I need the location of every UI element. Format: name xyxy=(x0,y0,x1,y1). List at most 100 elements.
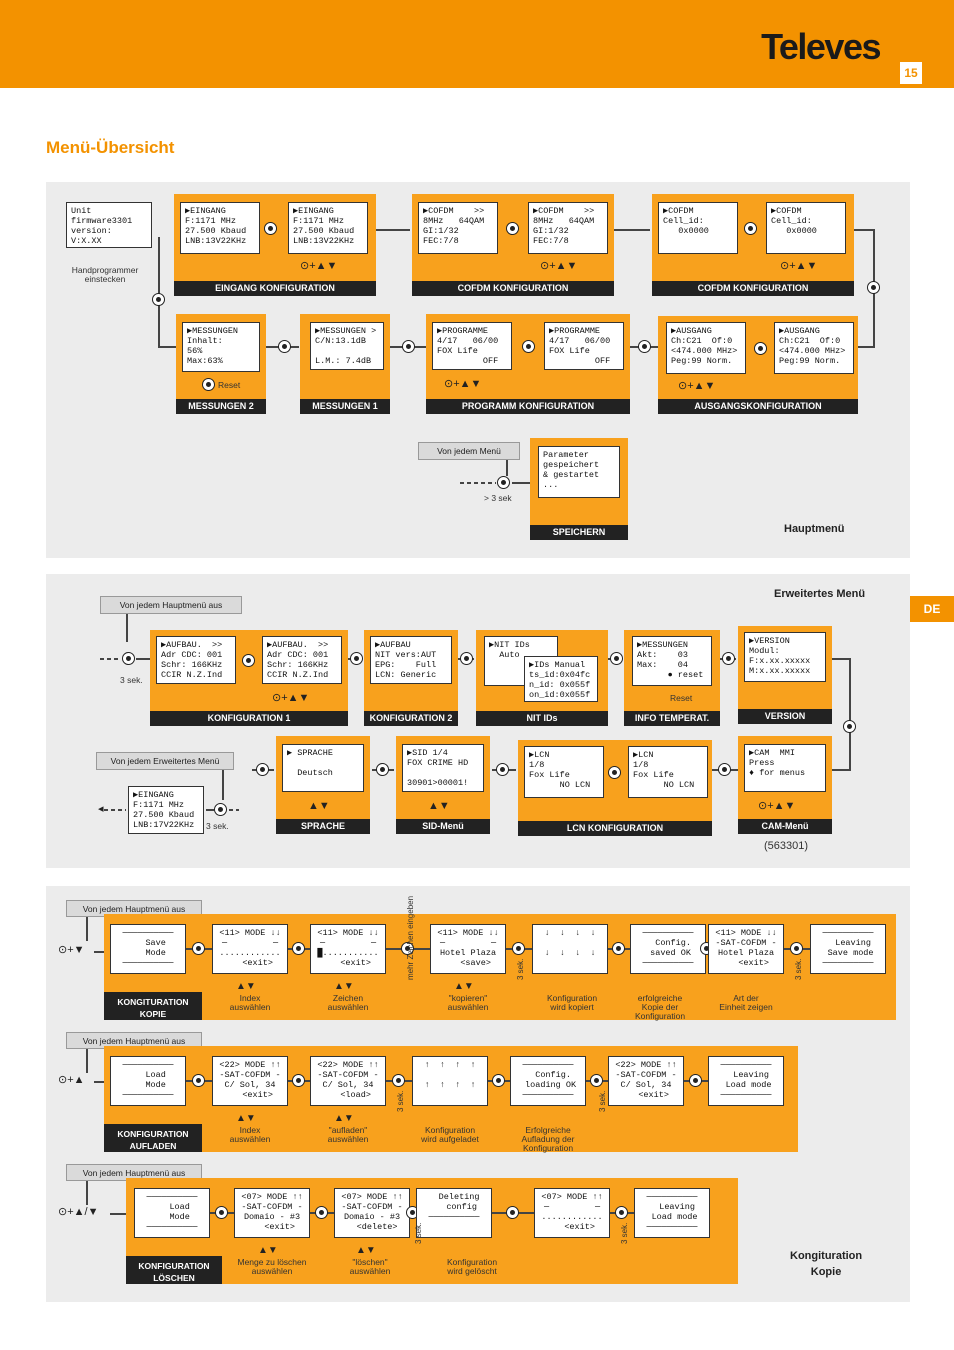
select-button[interactable] xyxy=(402,340,415,353)
language-tab[interactable]: DE xyxy=(910,596,954,622)
select-button[interactable] xyxy=(460,652,473,665)
select-button[interactable] xyxy=(242,654,255,667)
nav-buttons[interactable]: ⊙+▲▼ xyxy=(758,800,796,812)
unit-firmware-screen: Unit firmware3301 version: V:X.XX xyxy=(66,202,152,248)
next-button[interactable] xyxy=(867,281,880,294)
nav-buttons[interactable]: ▲▼ xyxy=(308,800,330,812)
kopie-screen-6: ────────── Config. saved OK ────────── xyxy=(630,924,706,974)
eingang-screen-2: ▶EINGANG F:1171 MHz 27.500 Kbaud LNB:13V… xyxy=(288,202,368,254)
nav-buttons[interactable]: ⊙+▲▼ xyxy=(540,260,578,272)
select-button[interactable] xyxy=(506,222,519,235)
sprache-caption: SPRACHE xyxy=(276,819,370,834)
loeschen-step-button-2[interactable] xyxy=(315,1206,328,1219)
version-screen: ▶VERSION Modul: F:x.xx.xxxxx M:x.xx.xxxx… xyxy=(744,632,826,682)
loeschen-step-button-1[interactable] xyxy=(215,1206,228,1219)
select-button[interactable] xyxy=(754,342,767,355)
laden-step-button-5[interactable] xyxy=(590,1074,603,1087)
kopie-step-button-3[interactable] xyxy=(401,942,414,955)
nav-buttons[interactable]: ▲▼ xyxy=(428,800,450,812)
laden-step-button-4[interactable] xyxy=(492,1074,505,1087)
nav-buttons[interactable]: ⊙+▲▼ xyxy=(300,260,338,272)
loeschen-step-button-5[interactable] xyxy=(615,1206,628,1219)
sid-menu-box: ▶SID 1/4 FOX CRIME HD 30901>00001! ▲▼ SI… xyxy=(396,736,490,834)
laden-step-button-1[interactable] xyxy=(192,1074,205,1087)
nit-caption: NIT IDs xyxy=(476,711,608,726)
laden-start-buttons[interactable]: ⊙+▲ xyxy=(58,1074,85,1086)
kopie-step-button-4[interactable] xyxy=(512,942,525,955)
cofdm-caption-1: COFDM KONFIGURATION xyxy=(412,281,614,296)
programm-screen-1: ▶PROGRAMME 4/17 06/00 FOX Life OFF xyxy=(432,322,512,370)
kongituration-kopie-label: Kongituration Kopie xyxy=(790,1250,863,1278)
loeschen-screen-5: <07> MODE ↑↑ ─ ─ ............ <exit> xyxy=(534,1188,610,1238)
ext-sek2-note: 3 sek. xyxy=(206,821,229,831)
page-title: Menü-Übersicht xyxy=(46,138,175,157)
eingang-screen-1: ▶EINGANG F:1171 MHz 27.500 Kbaud LNB:13V… xyxy=(180,202,260,254)
laden-note-4: Konfiguration wird aufgeladet xyxy=(421,1125,479,1144)
laden-caption: KONFIGURATION AUFLADEN xyxy=(104,1124,202,1152)
kopie-note-2: Zeichen auswählen xyxy=(327,993,369,1012)
select-button[interactable] xyxy=(744,222,757,235)
speichern-screen: Parameter gespeichert & gestartet ... xyxy=(538,446,620,498)
version-box: ▶VERSION Modul: F:x.xx.xxxxx M:x.xx.xxxx… xyxy=(738,626,832,724)
ausgang-caption: AUSGANGSKONFIGURATION xyxy=(658,399,858,414)
laden-note-1: Index auswählen xyxy=(229,1125,271,1144)
select-button[interactable] xyxy=(376,763,389,776)
select-button[interactable] xyxy=(496,763,509,776)
kopie-step-button-2[interactable] xyxy=(292,942,305,955)
select-button[interactable] xyxy=(718,763,731,776)
sprache-screen: ▶ SPRACHE Deutsch xyxy=(282,744,364,792)
laden-note-2: "aufladen" auswählen xyxy=(327,1125,369,1144)
reset-button[interactable] xyxy=(202,378,215,391)
sid-caption: SID-Menü xyxy=(396,819,490,834)
nav-buttons[interactable]: ⊙+▲▼ xyxy=(272,692,310,704)
kopie-step-button-1[interactable] xyxy=(192,942,205,955)
laden-step-button-3[interactable] xyxy=(392,1074,405,1087)
loeschen-step-button-3[interactable] xyxy=(406,1206,419,1219)
kopie-note-3: mehr Zeichen eingeben xyxy=(406,895,415,980)
select-button[interactable] xyxy=(522,340,535,353)
laden-note-6: 3 sek. xyxy=(598,1090,607,1112)
kopie-screen-5: ↓ ↓ ↓ ↓ ↓ ↓ ↓ ↓ xyxy=(532,924,608,974)
brand-logo: Televes xyxy=(761,26,881,67)
lcn-caption: LCN KONFIGURATION xyxy=(518,821,712,836)
select-button[interactable] xyxy=(610,652,623,665)
select-button[interactable] xyxy=(278,340,291,353)
select-button[interactable] xyxy=(722,652,735,665)
speichern-note: > 3 sek xyxy=(484,493,512,503)
programm-konfiguration-box: ▶PROGRAMME 4/17 06/00 FOX Life OFF ▶PROG… xyxy=(426,314,630,414)
kopie-screen-7: <11> MODE ↓↓ -SAT-COFDM - Hotel Plaza <e… xyxy=(708,924,784,974)
select-button[interactable] xyxy=(608,766,621,779)
loeschen-screen-3: <07> MODE ↑↑ -SAT-COFDM - Domaio - #3 <d… xyxy=(334,1188,410,1238)
kopie-note-1: Index auswählen xyxy=(229,993,271,1012)
nav-buttons[interactable]: ⊙+▲▼ xyxy=(780,260,818,272)
cam-caption: CAM-Menü xyxy=(738,819,832,834)
loeschen-step-button-4[interactable] xyxy=(506,1206,519,1219)
cofdm-screen-1: ▶COFDM >> 8MHz 64QAM GI:1/32 FEC:7/8 xyxy=(418,202,498,254)
model-number: (563301) xyxy=(764,840,809,852)
select-button[interactable] xyxy=(264,222,277,235)
kopie-screen-8: ────────── Leaving Save mode ────────── xyxy=(810,924,886,974)
select-button[interactable] xyxy=(350,652,363,665)
enter-button[interactable] xyxy=(152,293,165,306)
konf2-screen: ▶AUFBAU NIT vers:AUT EPG: Full LCN: Gene… xyxy=(370,636,452,684)
lcn-screen-2: ▶LCN 1/8 Fox Life NO LCN xyxy=(628,746,708,798)
select-button[interactable] xyxy=(638,340,651,353)
laden-step-button-2[interactable] xyxy=(292,1074,305,1087)
nav-buttons[interactable]: ⊙+▲▼ xyxy=(678,380,716,392)
kopie-step-button-5[interactable] xyxy=(612,942,625,955)
kopie-step-button-7[interactable] xyxy=(790,942,803,955)
laden-screen-4: ↑ ↑ ↑ ↑ ↑ ↑ ↑ ↑ xyxy=(412,1056,488,1106)
enter-button[interactable] xyxy=(122,652,135,665)
info-temperat-box: ▶MESSUNGEN Akt: 03 Max: 04 ● reset Reset… xyxy=(624,630,720,726)
nav-buttons[interactable]: ⊙+▲▼ xyxy=(444,378,482,390)
kopie-note-5: 3 sek. xyxy=(516,958,525,980)
select-button[interactable] xyxy=(256,763,269,776)
save-button[interactable] xyxy=(497,476,510,489)
laden-step-button-6[interactable] xyxy=(689,1074,702,1087)
loeschen-start-buttons[interactable]: ⊙+▲/▼ xyxy=(58,1206,99,1218)
kopie-start-buttons[interactable]: ⊙+▼ xyxy=(58,944,85,956)
next-button[interactable] xyxy=(843,720,856,733)
exit-button[interactable] xyxy=(214,803,227,816)
messungen-2-screen: ▶MESSUNGEN Inhalt: 56% Max:63% xyxy=(182,322,260,372)
kopie-note-7: erfolgreiche Kopie der Konfiguration xyxy=(634,993,686,1021)
